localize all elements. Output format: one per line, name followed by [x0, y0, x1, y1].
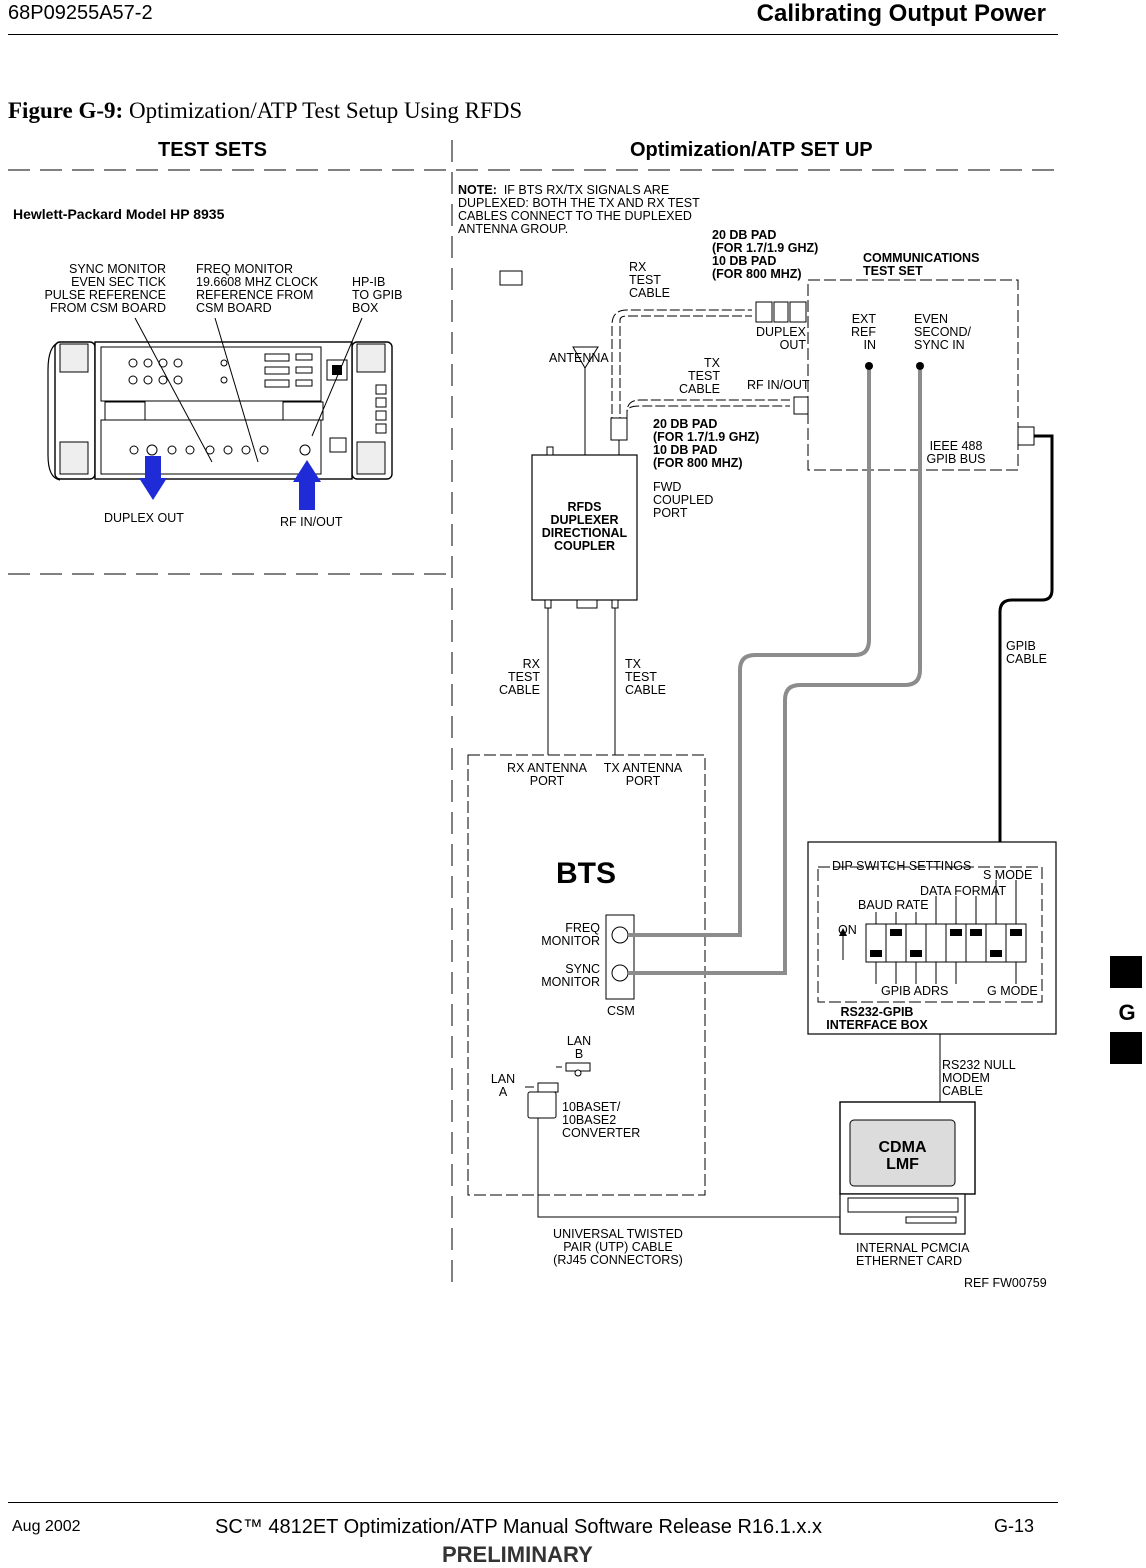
- rf-in-out-test-label: RF IN/OUT: [280, 515, 343, 529]
- dip-switches: [839, 880, 1027, 984]
- even-second-port: [916, 362, 924, 370]
- footer-rule: [8, 1502, 1058, 1503]
- setup-heading: Optimization/ATP SET UP: [630, 139, 873, 161]
- document-number: 68P09255A57-2: [8, 2, 153, 24]
- rx-test-cable-top: [611, 309, 752, 440]
- figure-caption-text: Optimization/ATP Test Setup Using RFDS: [128, 98, 523, 123]
- freq-monitor-cable: [628, 370, 871, 937]
- hpib-label: HP-IB TO GPIB BOX: [352, 275, 403, 315]
- test-sets-heading: TEST SETS: [158, 139, 267, 161]
- figure-caption: Figure G-9: Optimization/ATP Test Setup …: [8, 98, 522, 124]
- ref-number: REF FW00759: [964, 1276, 1047, 1290]
- antenna-label: ANTENNA: [549, 351, 609, 365]
- comm-test-set-label: COMMUNICATIONS TEST SET: [863, 251, 980, 278]
- hp8935-model-label: Hewlett-Packard Model HP 8935: [13, 206, 225, 222]
- rf-in-out-arrow: [293, 460, 321, 510]
- tab-letter: G: [1118, 1000, 1136, 1025]
- page-number: G-13: [993, 1516, 1034, 1536]
- gpib-adrs-label: GPIB ADRS: [881, 984, 949, 998]
- ieee-gpib-bus-label: IEEE 488 GPIB BUS: [926, 439, 986, 466]
- footer-date: Aug 2002: [12, 1518, 81, 1535]
- footer-title: SC™ 4812ET Optimization/ATP Manual Softw…: [215, 1516, 822, 1538]
- rf-in-out-label: RF IN/OUT: [747, 378, 810, 392]
- hp8935-instrument: [47, 341, 393, 481]
- header-rule: [8, 34, 1058, 35]
- rs232-null-label: RS232 NULL MODEM CABLE: [942, 1058, 1016, 1098]
- freq-monitor-label: FREQ MONITOR: [541, 921, 600, 948]
- tab-marker-bottom: [1110, 1032, 1142, 1064]
- gpib-cable: [998, 434, 1054, 842]
- dip-switch-frame: [817, 866, 1043, 1003]
- tab-marker-top: [1110, 956, 1142, 988]
- data-format-label: DATA FORMAT: [920, 884, 1007, 898]
- converter-label: 10BASET/ 10BASE2 CONVERTER: [562, 1100, 641, 1140]
- lan-a-converter: [525, 1082, 559, 1119]
- lan-a-label: LAN A: [490, 1072, 516, 1099]
- sync-monitor-label: SYNC MONITOR: [541, 962, 600, 989]
- lan-b-connector: [556, 1062, 591, 1077]
- rx-test-cable-label: RX TEST CABLE: [499, 657, 540, 697]
- note-prefix: NOTE:: [458, 183, 497, 197]
- lan-b-label: LAN B: [566, 1034, 592, 1061]
- dip-switch-label: DIP SWITCH SETTINGS: [832, 859, 972, 873]
- g-mode-label: G MODE: [987, 984, 1038, 998]
- fwd-coupled-label: FWD COUPLED PORT: [653, 480, 714, 520]
- cdma-lmf-laptop: [839, 1101, 976, 1235]
- rs232-gpib-label: RS232-GPIB INTERFACE BOX: [826, 1005, 928, 1032]
- gpib-cable-label: GPIB CABLE: [1006, 639, 1047, 666]
- rx-antenna-port-label: RX ANTENNA PORT: [507, 761, 587, 788]
- ext-ref-in-label: EXT REF IN: [851, 312, 876, 352]
- baud-rate-label: BAUD RATE: [858, 898, 929, 912]
- csm-label: CSM: [607, 1004, 635, 1018]
- even-second-label: EVEN SECOND/ SYNC IN: [914, 312, 971, 352]
- duplex-out-arrow: [139, 456, 167, 500]
- communications-test-set-box: [807, 279, 1019, 471]
- note-text: IF BTS RX/TX SIGNALS ARE DUPLEXED: BOTH …: [458, 183, 700, 236]
- connector-box: [499, 270, 523, 286]
- duplex-out-test-label: DUPLEX OUT: [104, 511, 184, 525]
- rx-test-cable-top-label: RX TEST CABLE: [629, 260, 670, 300]
- rfds-box: [531, 454, 638, 601]
- setup-note: NOTE: IF BTS RX/TX SIGNALS ARE DUPLEXED:…: [458, 184, 700, 236]
- figure-label: Figure G-9:: [8, 98, 124, 123]
- section-title: Calibrating Output Power: [756, 0, 1046, 27]
- preliminary-stamp: PRELIMINARY: [442, 1542, 593, 1567]
- antenna: [572, 346, 599, 455]
- cdma-lmf-label: CDMA LMF: [878, 1139, 927, 1173]
- tx-test-cable-top-label: TX TEST CABLE: [679, 356, 720, 396]
- rfds-label: RFDS DUPLEXER DIRECTIONAL COUPLER: [541, 500, 628, 553]
- pad-top-label: 20 DB PAD (FOR 1.7/1.9 GHZ) 10 DB PAD (F…: [712, 228, 819, 281]
- on-label: ON: [838, 923, 857, 937]
- sync-monitor-port: [611, 964, 629, 982]
- tx-antenna-port-label: TX ANTENNA PORT: [603, 761, 683, 788]
- pad-mid-label: 20 DB PAD (FOR 1.7/1.9 GHZ) 10 DB PAD (F…: [653, 417, 760, 470]
- s-mode-label: S MODE: [983, 868, 1033, 882]
- duplex-out-label: DUPLEX OUT: [755, 325, 806, 352]
- sync-monitor-cable: [628, 370, 922, 975]
- tx-test-cable-label: TX TEST CABLE: [625, 657, 666, 697]
- gpib-connector: [1017, 426, 1035, 446]
- utp-cable-label: UNIVERSAL TWISTED PAIR (UTP) CABLE (RJ45…: [553, 1227, 683, 1267]
- bts-label: BTS: [556, 857, 616, 890]
- ext-ref-port: [865, 362, 873, 370]
- utp-cable: [537, 1118, 840, 1218]
- freq-monitor-test-label: FREQ MONITOR 19.6608 MHZ CLOCK REFERENCE…: [196, 262, 319, 315]
- sync-monitor-test-label: SYNC MONITOR EVEN SEC TICK PULSE REFEREN…: [44, 262, 166, 315]
- pcmcia-label: INTERNAL PCMCIA ETHERNET CARD: [856, 1241, 970, 1268]
- freq-monitor-port: [611, 926, 629, 944]
